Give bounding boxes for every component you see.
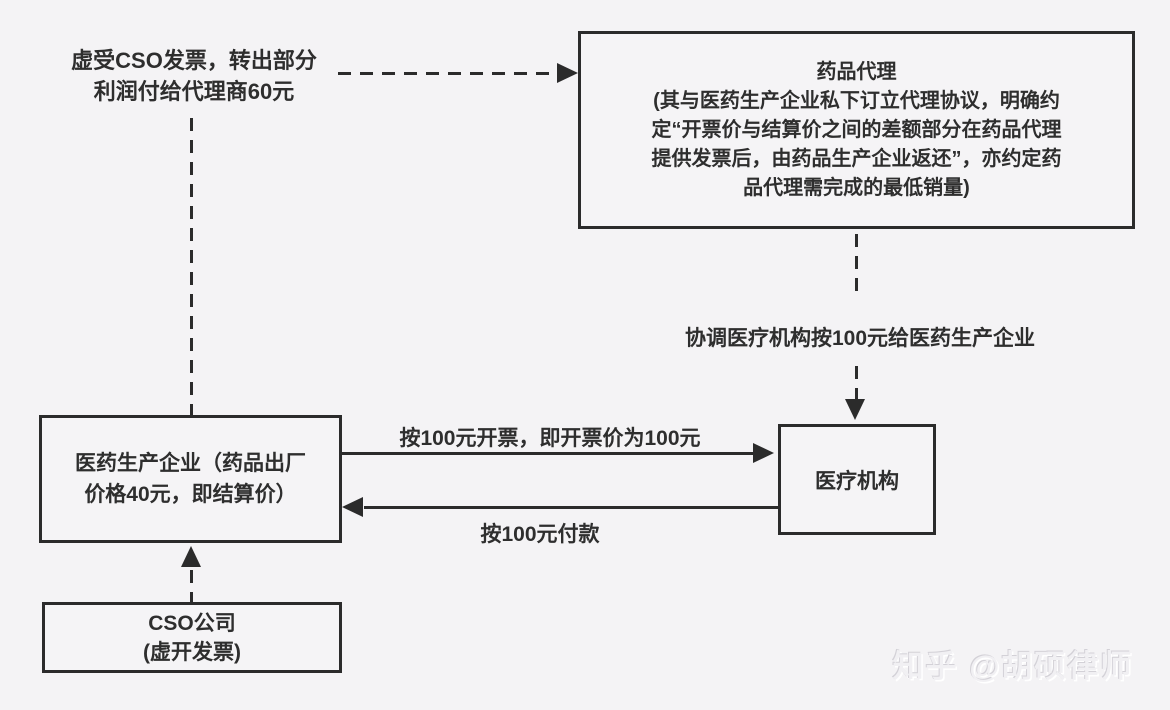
arrowhead-down-icon bbox=[845, 399, 865, 420]
arrowhead-left-icon bbox=[342, 497, 363, 517]
dashed-connector-note-to-hospital bbox=[855, 366, 858, 399]
arrowhead-right-icon bbox=[753, 443, 774, 463]
connector-payment bbox=[364, 506, 778, 509]
note-cso-invoice: 虚受CSO发票，转出部分 利润付给代理商60元 bbox=[71, 48, 317, 104]
node-manufacturer: 医药生产企业（药品出厂 价格40元，即结算价） bbox=[39, 415, 342, 543]
connector-invoice bbox=[342, 452, 756, 455]
dashed-connector-cso-to-manufacturer bbox=[190, 570, 193, 602]
zhihu-watermark: 知乎 @胡硕律师 bbox=[892, 649, 1134, 684]
node-hospital: 医疗机构 bbox=[778, 424, 936, 535]
edge-label-invoice: 按100元开票，即开票价为100元 bbox=[399, 427, 701, 450]
dashed-connector-agent-to-note bbox=[855, 234, 858, 298]
arrowhead-up-icon bbox=[181, 546, 201, 567]
dashed-connector-note-to-agent bbox=[338, 72, 558, 75]
note-coordinate-hospital: 协调医疗机构按100元给医药生产企业 bbox=[684, 327, 1036, 350]
edge-label-payment: 按100元付款 bbox=[480, 523, 600, 546]
node-cso-company: CSO公司 (虚开发票) bbox=[42, 602, 342, 673]
dashed-connector-note-to-manufacturer bbox=[190, 118, 193, 415]
arrowhead-right-icon bbox=[557, 63, 578, 83]
node-drug-agent: 药品代理 (其与医药生产企业私下订立代理协议，明确约 定“开票价与结算价之间的差… bbox=[578, 31, 1135, 229]
